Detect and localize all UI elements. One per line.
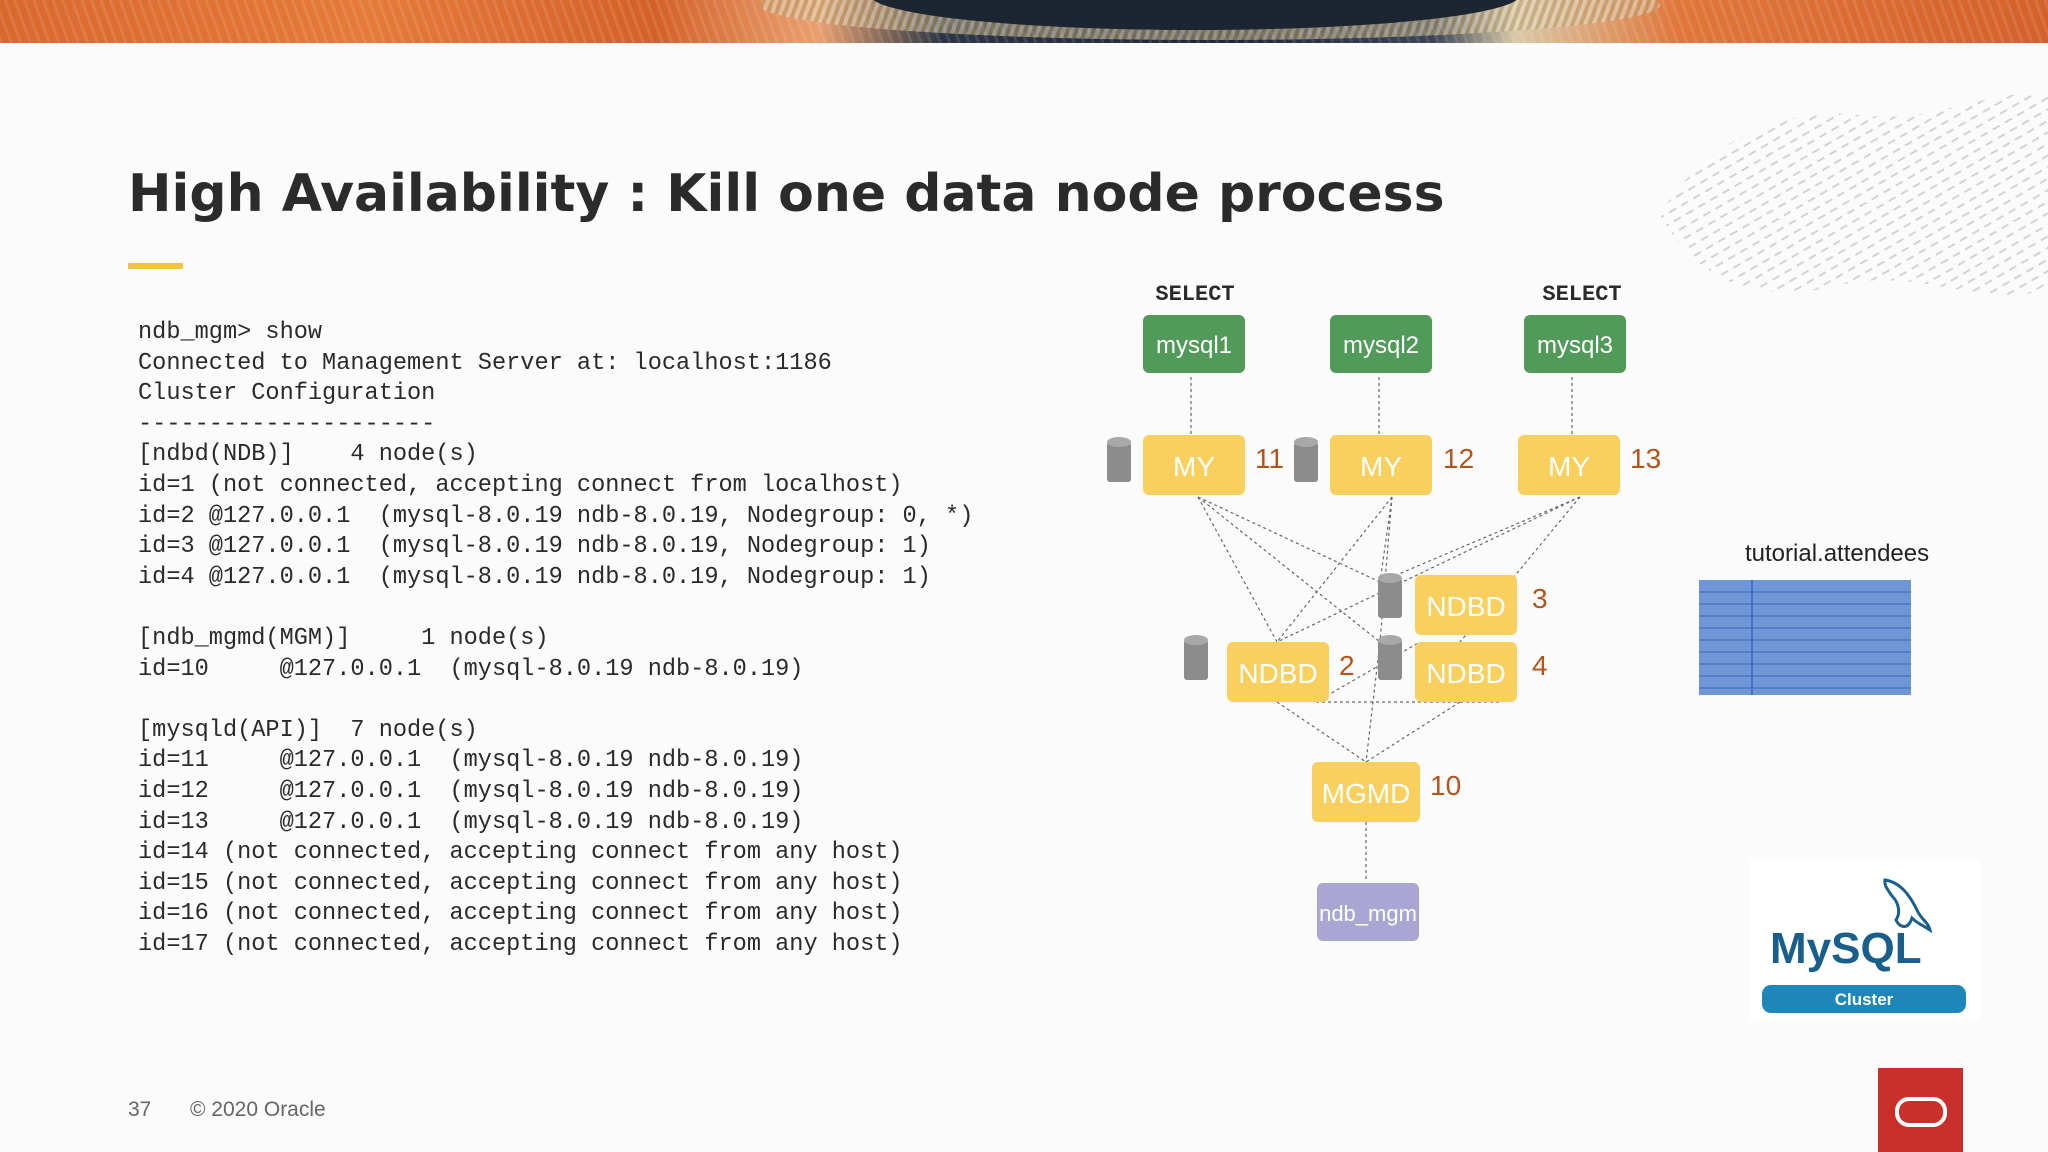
mysql-wordmark: MySQL — [1770, 924, 1922, 973]
mysqld-node-13: MY 13 — [1518, 435, 1661, 495]
node-id: 12 — [1443, 443, 1474, 474]
disk-icon — [1294, 437, 1318, 482]
mysql-cluster-logo: MySQL Cluster — [1750, 860, 1980, 1020]
node-label: MY — [1173, 451, 1215, 482]
client-label: mysql3 — [1537, 332, 1613, 359]
node-id: 4 — [1532, 650, 1548, 681]
mysqld-node-11: MY 11 — [1143, 435, 1284, 495]
ndb-mgm-client: ndb_mgm — [1317, 883, 1419, 941]
node-id: 11 — [1255, 443, 1284, 474]
client-label: ndb_mgm — [1319, 901, 1417, 926]
ndbd-node-2: NDBD 2 — [1227, 642, 1355, 702]
terminal-line: --------------------- — [138, 410, 436, 438]
node-label: NDBD — [1426, 591, 1505, 622]
node-label: NDBD — [1238, 658, 1317, 689]
terminal-line: id=10 @127.0.0.1 (mysql-8.0.19 ndb-8.0.1… — [138, 655, 804, 683]
client-mysql3: mysql3 — [1524, 315, 1626, 373]
node-label: MY — [1360, 451, 1402, 482]
ndbd-node-3: NDBD 3 — [1415, 575, 1548, 635]
terminal-line: id=14 (not connected, accepting connect … — [138, 839, 903, 867]
terminal-line: id=1 (not connected, accepting connect f… — [138, 471, 903, 499]
terminal-line — [138, 685, 973, 716]
disk-icons — [1107, 437, 1402, 680]
header-banner — [0, 0, 2048, 43]
terminal-line: Cluster Configuration — [138, 380, 436, 408]
disk-icon — [1184, 635, 1208, 680]
terminal-line — [138, 593, 973, 624]
terminal-line: id=4 @127.0.0.1 (mysql-8.0.19 ndb-8.0.19… — [138, 563, 931, 591]
terminal-line: id=15 (not connected, accepting connect … — [138, 869, 903, 897]
terminal-line: id=12 @127.0.0.1 (mysql-8.0.19 ndb-8.0.1… — [138, 777, 804, 805]
mgmd-node-10: MGMD 10 — [1312, 762, 1461, 822]
disk-icon — [1378, 635, 1402, 680]
node-id: 3 — [1532, 583, 1548, 614]
cluster-diagram: SELECT SELECT mysql1 mysql2 mysql3 MY 11… — [1107, 282, 1661, 941]
terminal-line: ndb_mgm> show — [138, 319, 323, 346]
disk-icon — [1107, 437, 1131, 482]
terminal-line: Connected to Management Server at: local… — [138, 349, 832, 377]
terminal-line: id=13 @127.0.0.1 (mysql-8.0.19 ndb-8.0.1… — [138, 808, 804, 836]
terminal-line: id=16 (not connected, accepting connect … — [138, 900, 903, 928]
node-id: 2 — [1339, 650, 1355, 681]
cluster-badge: Cluster — [1835, 990, 1894, 1009]
select-label-right: SELECT — [1542, 282, 1621, 307]
terminal-line: id=11 @127.0.0.1 (mysql-8.0.19 ndb-8.0.1… — [138, 747, 804, 775]
node-id: 10 — [1430, 770, 1461, 801]
node-label: MGMD — [1322, 778, 1411, 809]
client-mysql1: mysql1 — [1143, 315, 1245, 373]
table-label: tutorial.attendees — [1745, 540, 1930, 567]
node-id: 13 — [1630, 443, 1661, 474]
client-label: mysql2 — [1343, 332, 1419, 359]
ndbd-node-4: NDBD 4 — [1415, 642, 1548, 702]
terminal-line: [ndb_mgmd(MGM)] 1 node(s) — [138, 624, 549, 652]
copyright: © 2020 Oracle — [190, 1098, 326, 1121]
dolphin-icon — [1883, 878, 1933, 934]
client-label: mysql1 — [1156, 332, 1232, 359]
mysqld-node-12: MY 12 — [1330, 435, 1474, 495]
terminal-line: id=17 (not connected, accepting connect … — [138, 930, 903, 958]
select-label-left: SELECT — [1155, 282, 1234, 307]
terminal-line: [ndbd(NDB)] 4 node(s) — [138, 441, 478, 469]
disk-icon — [1378, 573, 1402, 618]
page-number: 37 — [128, 1098, 152, 1121]
terminal-line: id=3 @127.0.0.1 (mysql-8.0.19 ndb-8.0.19… — [138, 533, 931, 561]
oracle-logo-icon — [1878, 1068, 1963, 1152]
terminal-line: [mysqld(API)] 7 node(s) — [138, 716, 478, 744]
terminal-line: id=2 @127.0.0.1 (mysql-8.0.19 ndb-8.0.19… — [138, 502, 974, 530]
client-mysql2: mysql2 — [1330, 315, 1432, 373]
node-label: MY — [1548, 451, 1590, 482]
slide-title: High Availability : Kill one data node p… — [128, 164, 1445, 224]
table-grid — [1699, 580, 1911, 695]
decorative-texture — [1660, 93, 2048, 295]
title-underline — [128, 263, 183, 269]
node-label: NDBD — [1426, 658, 1505, 689]
